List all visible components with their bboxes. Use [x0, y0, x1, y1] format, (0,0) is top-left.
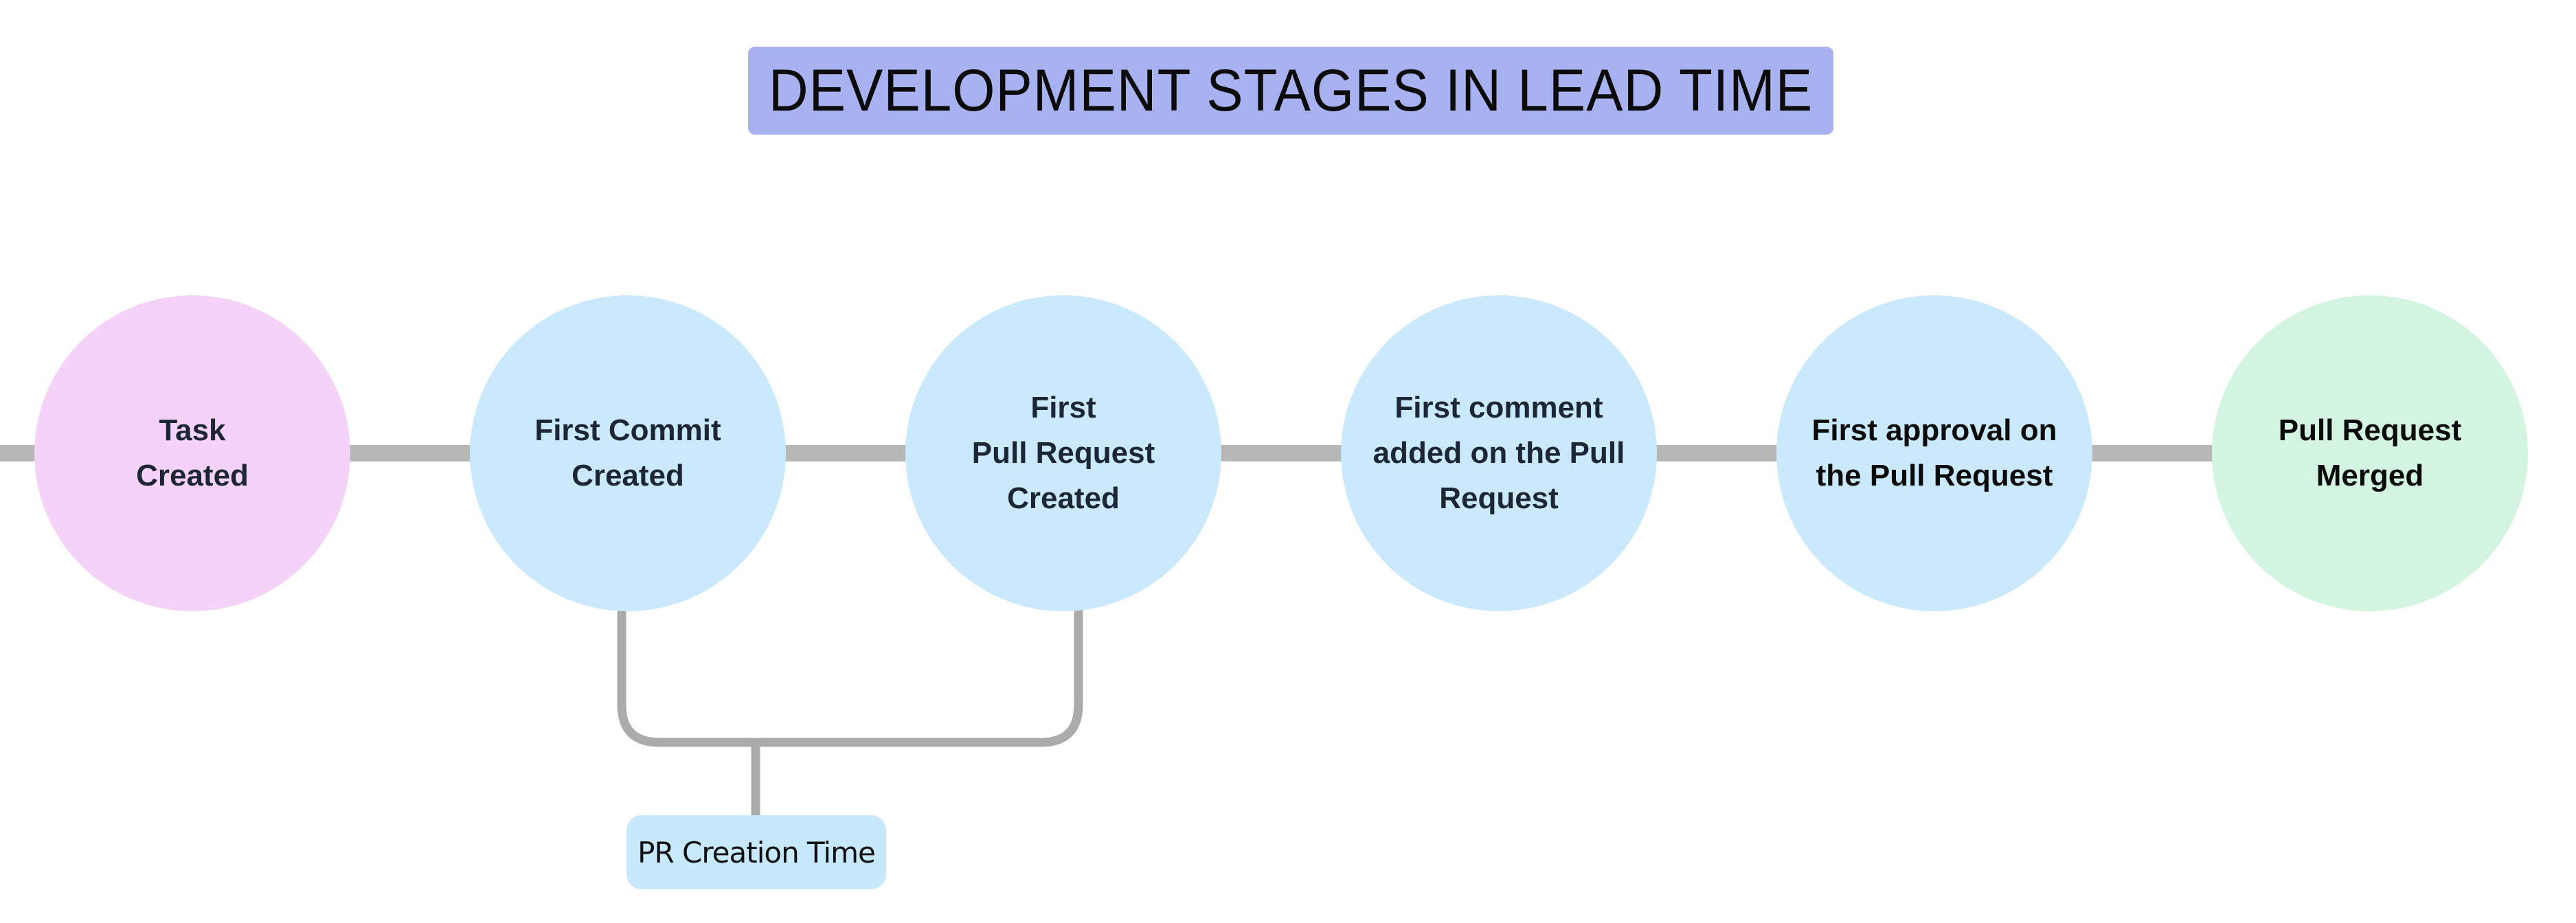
- pr-creation-time-text: PR Creation Time: [637, 835, 876, 869]
- diagram-title-text: DEVELOPMENT STAGES IN LEAD TIME: [768, 57, 1814, 124]
- stage-circle-first-pull-request: First Pull Request Created: [905, 295, 1221, 611]
- bracket-curve: [617, 599, 1083, 747]
- stage-circle-first-approval: First approval on the Pull Request: [1776, 295, 2092, 611]
- pr-creation-time-label: PR Creation Time: [626, 815, 886, 889]
- diagram-title: DEVELOPMENT STAGES IN LEAD TIME: [748, 47, 1833, 135]
- stage-circle-pr-merged: Pull Request Merged: [2212, 295, 2528, 611]
- stage-circle-task-created: Task Created: [34, 295, 350, 611]
- stage-circle-first-commit: First Commit Created: [470, 295, 786, 611]
- stage-circle-first-comment: First comment added on the Pull Request: [1341, 295, 1657, 611]
